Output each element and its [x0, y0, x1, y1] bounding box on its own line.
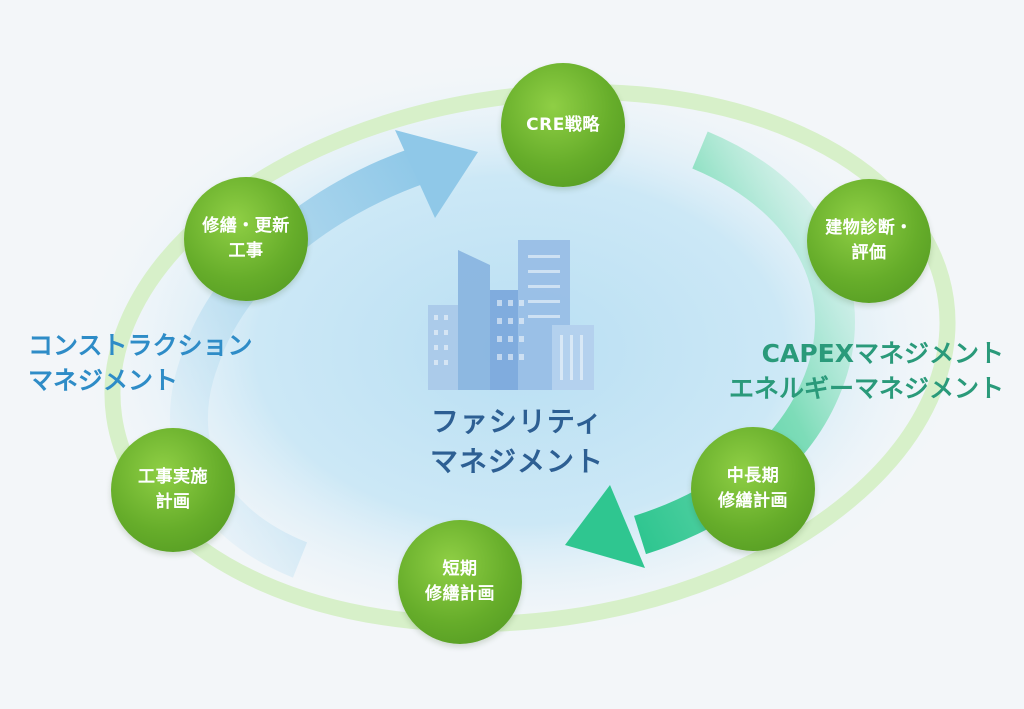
node-repair-renewal-work: 修繕・更新 工事: [184, 177, 308, 301]
node-repair-line-1: 修繕・更新: [202, 216, 290, 236]
node-plan-line-1: 工事実施: [138, 467, 208, 487]
node-short-line-2: 修繕計画: [425, 584, 495, 604]
node-short-repair-plan: 短期 修繕計画: [398, 520, 522, 644]
node-cre-line-1: CRE戦略: [526, 114, 600, 135]
node-diagnosis-line-1: 建物診断・: [825, 218, 913, 238]
outer-ring: [104, 84, 956, 632]
left-label-line-2: マネジメント: [28, 366, 179, 395]
node-midlong-line-2: 修繕計画: [718, 491, 788, 511]
right-label-line-2: エネルギーマネジメント: [728, 374, 1004, 403]
node-diagnosis-line-2: 評価: [851, 243, 887, 263]
node-building-diagnosis: 建物診断・ 評価: [807, 179, 931, 303]
node-plan-line-2: 計画: [155, 492, 191, 512]
node-midlong-line-1: 中長期: [726, 466, 780, 486]
center-title-line-2: マネジメント: [429, 445, 604, 478]
capex-energy-management-label: CAPEXマネジメント エネルギーマネジメント: [729, 336, 1004, 406]
node-repair-line-2: 工事: [228, 241, 264, 261]
facility-management-title: ファシリティ マネジメント: [412, 402, 622, 482]
center-title-line-1: ファシリティ: [430, 405, 604, 438]
node-short-line-1: 短期: [442, 559, 478, 579]
construction-management-label: コンストラクション マネジメント: [28, 328, 253, 398]
building-icon: [428, 240, 594, 390]
node-cre-strategy: CRE戦略: [501, 63, 625, 187]
node-midlong-repair-plan: 中長期 修繕計画: [691, 427, 815, 551]
left-arrow-head: [395, 130, 478, 218]
right-label-line-1: CAPEXマネジメント: [761, 339, 1004, 368]
left-label-line-1: コンストラクション: [28, 331, 253, 360]
node-construction-plan: 工事実施 計画: [111, 428, 235, 552]
right-arrow-head: [565, 485, 645, 568]
